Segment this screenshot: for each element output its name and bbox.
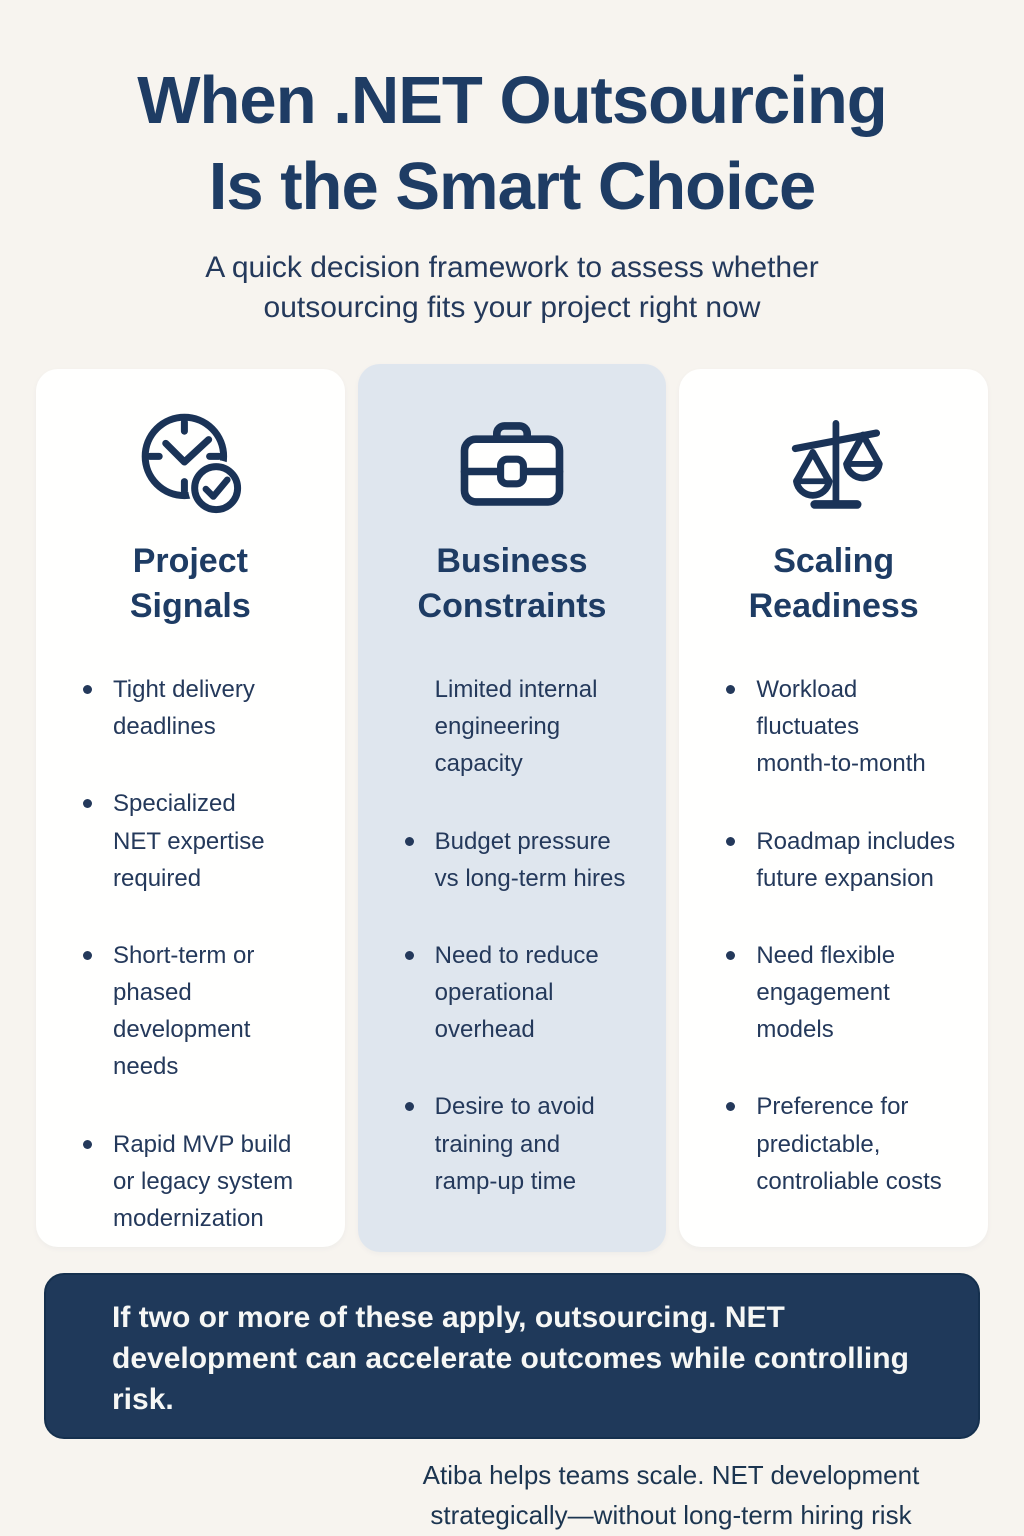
list-item: Preference for predictable, controliable… xyxy=(723,1088,958,1200)
list-item: Tight delivery deadlines xyxy=(80,671,315,745)
columns-row: Project Signals Tight delivery deadlines… xyxy=(0,363,1024,1252)
footer: Atiba helps teams scale. NET development… xyxy=(388,1455,954,1536)
card-title: Business Constraints xyxy=(417,541,607,625)
clock-check-icon xyxy=(36,405,345,519)
page-subtitle: A quick decision framework to assess whe… xyxy=(205,250,819,325)
header: When .NET Outsourcing Is the Smart Choic… xyxy=(0,0,1024,329)
bullet-dot xyxy=(726,836,736,846)
briefcase-icon xyxy=(358,405,667,519)
list-item-text: Workload fluctuates month-to-month xyxy=(756,675,926,778)
list-item-text: Specialized NET expertise required xyxy=(113,790,265,892)
list-item: Workload fluctuates month-to-month xyxy=(723,671,958,783)
list-item: Need to reduce operational overhead xyxy=(402,937,637,1049)
list-item: Desire to avoid training and ramp-up tim… xyxy=(402,1088,637,1200)
list-item-text: Desire to avoid training and ramp-up tim… xyxy=(434,1093,595,1195)
list-item: Specialized NET expertise required xyxy=(80,785,315,897)
bullet-dot xyxy=(83,950,92,960)
list-item-text: Need flexible engagement models xyxy=(756,941,896,1044)
scales-icon xyxy=(679,405,988,519)
list-item: Roadmap includes future expansion xyxy=(723,823,958,897)
footer-line: strategically—without long-term hiring r… xyxy=(430,1499,912,1530)
card-scaling-readiness: Scaling Readiness Workload fluctuates mo… xyxy=(679,368,989,1247)
list-item-text: Budget pressure vs long-term hires xyxy=(434,827,626,892)
list-item: Short-term or phased development needs xyxy=(80,937,315,1086)
list-item: Limited internal engineering capacity xyxy=(402,671,637,783)
footer-line: Atiba helps teams scale. NET development xyxy=(422,1459,920,1490)
list-item-text: Short-term or phased development needs xyxy=(113,941,255,1081)
list-item: Rapid MVP build or legacy system moderni… xyxy=(80,1126,315,1238)
page-title: When .NET Outsourcing Is the Smart Choic… xyxy=(137,63,887,224)
list-item-text: Rapid MVP build or legacy system moderni… xyxy=(113,1130,294,1232)
card-business-constraints: Business Constraints Limited internal en… xyxy=(357,363,667,1252)
bullet-dot xyxy=(83,799,92,809)
bullet-list: Limited internal engineering capacity Bu… xyxy=(358,671,667,1200)
list-item: Need flexible engagement models xyxy=(723,937,958,1049)
conclusion-banner: If two or more of these apply, outsourci… xyxy=(44,1272,980,1439)
bullet-dot xyxy=(404,836,414,846)
list-item-text: Tight delivery deadlines xyxy=(113,675,255,741)
conclusion-banner-text: If two or more of these apply, outsourci… xyxy=(112,1300,909,1417)
bullet-list: Workload fluctuates month-to-month Roadm… xyxy=(679,671,988,1200)
bullet-dot xyxy=(404,1102,414,1112)
bullet-dot xyxy=(83,684,92,694)
bullet-dot xyxy=(726,950,736,960)
bullet-dot xyxy=(83,1139,92,1149)
card-title: Project Signals xyxy=(129,541,251,625)
list-item-text: Need to reduce operational overhead xyxy=(434,941,599,1044)
bullet-dot xyxy=(404,950,414,960)
card-title: Scaling Readiness xyxy=(748,541,919,625)
list-item-text: Preference for predictable, controliable… xyxy=(756,1093,942,1195)
bullet-list: Tight delivery deadlines Specialized NET… xyxy=(36,671,345,1237)
list-item-text: Limited internal engineering capacity xyxy=(434,675,598,778)
list-item-text: Roadmap includes future expansion xyxy=(756,827,956,892)
list-item: Budget pressure vs long-term hires xyxy=(402,823,637,897)
bullet-dot xyxy=(726,1102,736,1112)
card-project-signals: Project Signals Tight delivery deadlines… xyxy=(36,368,345,1247)
bullet-dot xyxy=(726,684,736,694)
